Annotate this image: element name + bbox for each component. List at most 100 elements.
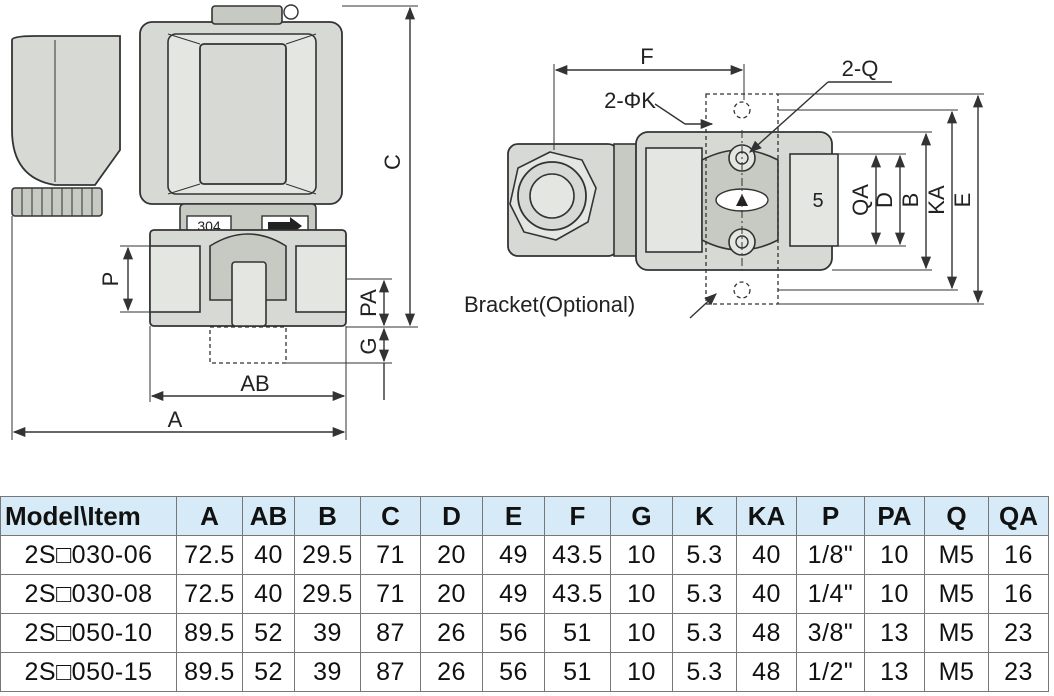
value-cell: 1/2" <box>796 652 865 692</box>
value-cell: 72.5 <box>176 535 243 575</box>
dim-label-qa: QA <box>848 184 873 216</box>
value-cell: 48 <box>736 652 797 692</box>
valve-dimension-drawing: 304 C P PA G AB <box>11 4 984 440</box>
value-cell: 20 <box>420 535 483 575</box>
value-cell: 23 <box>988 652 1049 692</box>
value-cell: 10 <box>864 574 925 614</box>
value-cell: 5.3 <box>672 652 737 692</box>
value-cell: 10 <box>610 613 673 653</box>
dim-label-c: C <box>380 154 405 170</box>
value-cell: 5.3 <box>672 535 737 575</box>
value-cell: 89.5 <box>176 652 243 692</box>
value-cell: 51 <box>544 652 611 692</box>
value-cell: 51 <box>544 613 611 653</box>
dim-label-ab: AB <box>240 371 269 396</box>
value-cell: 10 <box>610 652 673 692</box>
table-header-cell: G <box>610 496 673 536</box>
value-cell: 29.5 <box>294 535 361 575</box>
value-cell: 13 <box>864 652 925 692</box>
value-cell: 40 <box>242 574 295 614</box>
value-cell: M5 <box>924 652 989 692</box>
top-bracket-outline <box>705 93 779 305</box>
dim-label-f: F <box>640 44 653 69</box>
table-header-cell: PA <box>864 496 925 536</box>
table-header-cell: KA <box>736 496 797 536</box>
value-cell: 40 <box>242 535 295 575</box>
dim-label-g: G <box>356 337 381 354</box>
table-header-cell: Model\Item <box>0 496 177 536</box>
value-cell: 40 <box>736 574 797 614</box>
dim-label-a: A <box>168 407 183 432</box>
bracket-label: Bracket(Optional) <box>464 292 635 317</box>
value-cell: 13 <box>864 613 925 653</box>
model-cell: 2S□030-08 <box>0 574 177 614</box>
value-cell: 39 <box>294 613 361 653</box>
value-cell: 87 <box>360 613 421 653</box>
model-cell: 2S□050-15 <box>0 652 177 692</box>
value-cell: 56 <box>482 652 545 692</box>
dim-label-ka: KA <box>924 185 949 215</box>
dim-label-b: B <box>898 193 923 208</box>
top-view: 5 F 2-Q 2-ΦK QA D B KA <box>464 44 984 319</box>
value-cell: 29.5 <box>294 574 361 614</box>
value-cell: 71 <box>360 574 421 614</box>
value-cell: 49 <box>482 535 545 575</box>
value-cell: 16 <box>988 535 1049 575</box>
value-cell: 49 <box>482 574 545 614</box>
dim-label-d: D <box>872 192 897 208</box>
value-cell: 43.5 <box>544 574 611 614</box>
value-cell: 52 <box>242 652 295 692</box>
model-cell: 2S□050-10 <box>0 613 177 653</box>
value-cell: 10 <box>610 574 673 614</box>
model-cell: 2S□030-06 <box>0 535 177 575</box>
value-cell: 10 <box>610 535 673 575</box>
value-cell: 52 <box>242 613 295 653</box>
connector-plug <box>11 35 121 186</box>
value-cell: 16 <box>988 574 1049 614</box>
value-cell: 43.5 <box>544 535 611 575</box>
dim-label-k: 2-ΦK <box>604 88 656 113</box>
dim-label-pa: PA <box>356 289 381 317</box>
table-header-cell: C <box>360 496 421 536</box>
value-cell: 1/8" <box>796 535 865 575</box>
value-cell: 72.5 <box>176 574 243 614</box>
value-cell: 39 <box>294 652 361 692</box>
value-cell: 26 <box>420 652 483 692</box>
value-cell: 87 <box>360 652 421 692</box>
outlet-port <box>295 245 347 313</box>
table-header-cell: B <box>294 496 361 536</box>
table-header-cell: AB <box>242 496 295 536</box>
value-cell: 56 <box>482 613 545 653</box>
value-cell: M5 <box>924 613 989 653</box>
dim-label-p: P <box>98 272 123 287</box>
bracket-outline <box>209 326 287 364</box>
value-cell: 89.5 <box>176 613 243 653</box>
value-cell: 3/8" <box>796 613 865 653</box>
table-header-cell: QA <box>988 496 1049 536</box>
value-cell: 20 <box>420 574 483 614</box>
table-header-cell: P <box>796 496 865 536</box>
table-header-cell: Q <box>924 496 989 536</box>
value-cell: M5 <box>924 535 989 575</box>
dim-label-q: 2-Q <box>842 56 879 81</box>
dim-label-e: E <box>950 193 975 208</box>
value-cell: 23 <box>988 613 1049 653</box>
cable-gland <box>11 187 103 217</box>
port-number-label: 5 <box>812 190 823 212</box>
table-header-cell: F <box>544 496 611 536</box>
inlet-port <box>149 245 201 313</box>
table-header-cell: E <box>482 496 545 536</box>
table-header-cell: K <box>672 496 737 536</box>
value-cell: 48 <box>736 613 797 653</box>
table-header-cell: A <box>176 496 243 536</box>
front-view: 304 C P PA G AB <box>11 4 418 440</box>
top-nut <box>211 5 283 25</box>
value-cell: 26 <box>420 613 483 653</box>
value-cell: 1/4" <box>796 574 865 614</box>
value-cell: 71 <box>360 535 421 575</box>
